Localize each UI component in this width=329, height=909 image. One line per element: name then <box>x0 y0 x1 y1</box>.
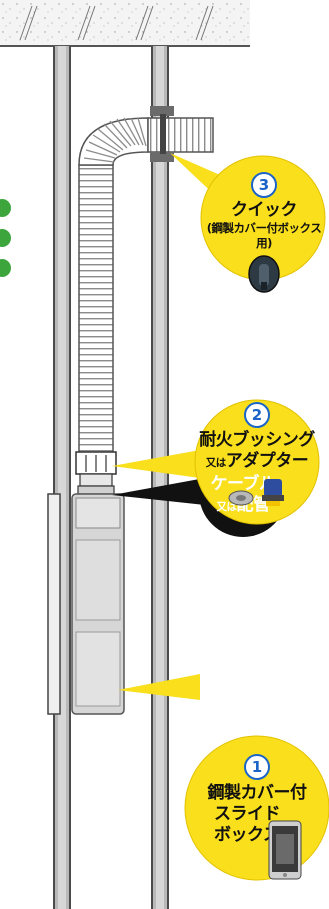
ceiling-slab <box>0 0 250 47</box>
callout-slide-box: 1 鋼製カバー付 スライド ボックス <box>200 754 314 846</box>
callout-line2: スライド <box>214 804 281 824</box>
callout-bushing: 2 耐火ブッシング 又はアダプター <box>196 402 318 511</box>
callout-line3: ボックス <box>214 825 280 845</box>
callout-quick: 3 クイック (鋼製カバー付ボックス用) <box>205 172 323 298</box>
adapter-icon <box>261 479 284 506</box>
callout-2-bubble <box>112 399 320 525</box>
slide-box <box>47 493 125 715</box>
callout-title: 耐火ブッシング <box>199 430 315 450</box>
fire-bushing <box>75 451 117 495</box>
cable-label-prefix: 又は <box>216 501 238 513</box>
callout-number: 3 <box>251 172 277 198</box>
quick-fitting <box>150 106 174 162</box>
callout-suffix: アダプター <box>225 451 309 471</box>
callout-3-bubble <box>170 153 326 281</box>
callout-line1: 鋼製カバー付 <box>207 783 308 803</box>
callout-title: クイック <box>231 200 298 220</box>
cable-label-main: ケーブル <box>210 474 276 494</box>
wall-stud-right <box>151 46 169 909</box>
callout-number: 1 <box>244 754 270 780</box>
quick-cap-icon <box>248 255 280 293</box>
green-dot-markers <box>0 199 11 277</box>
smartphone-icon <box>268 820 302 880</box>
callout-number: 2 <box>244 402 270 428</box>
callout-prefix: 又は <box>205 457 227 469</box>
wall-stud-left <box>53 46 71 909</box>
bushing-disc-icon <box>228 490 254 506</box>
callout-subtitle: (鋼製カバー付ボックス用) <box>206 221 322 250</box>
flexible-conduit <box>78 117 214 456</box>
